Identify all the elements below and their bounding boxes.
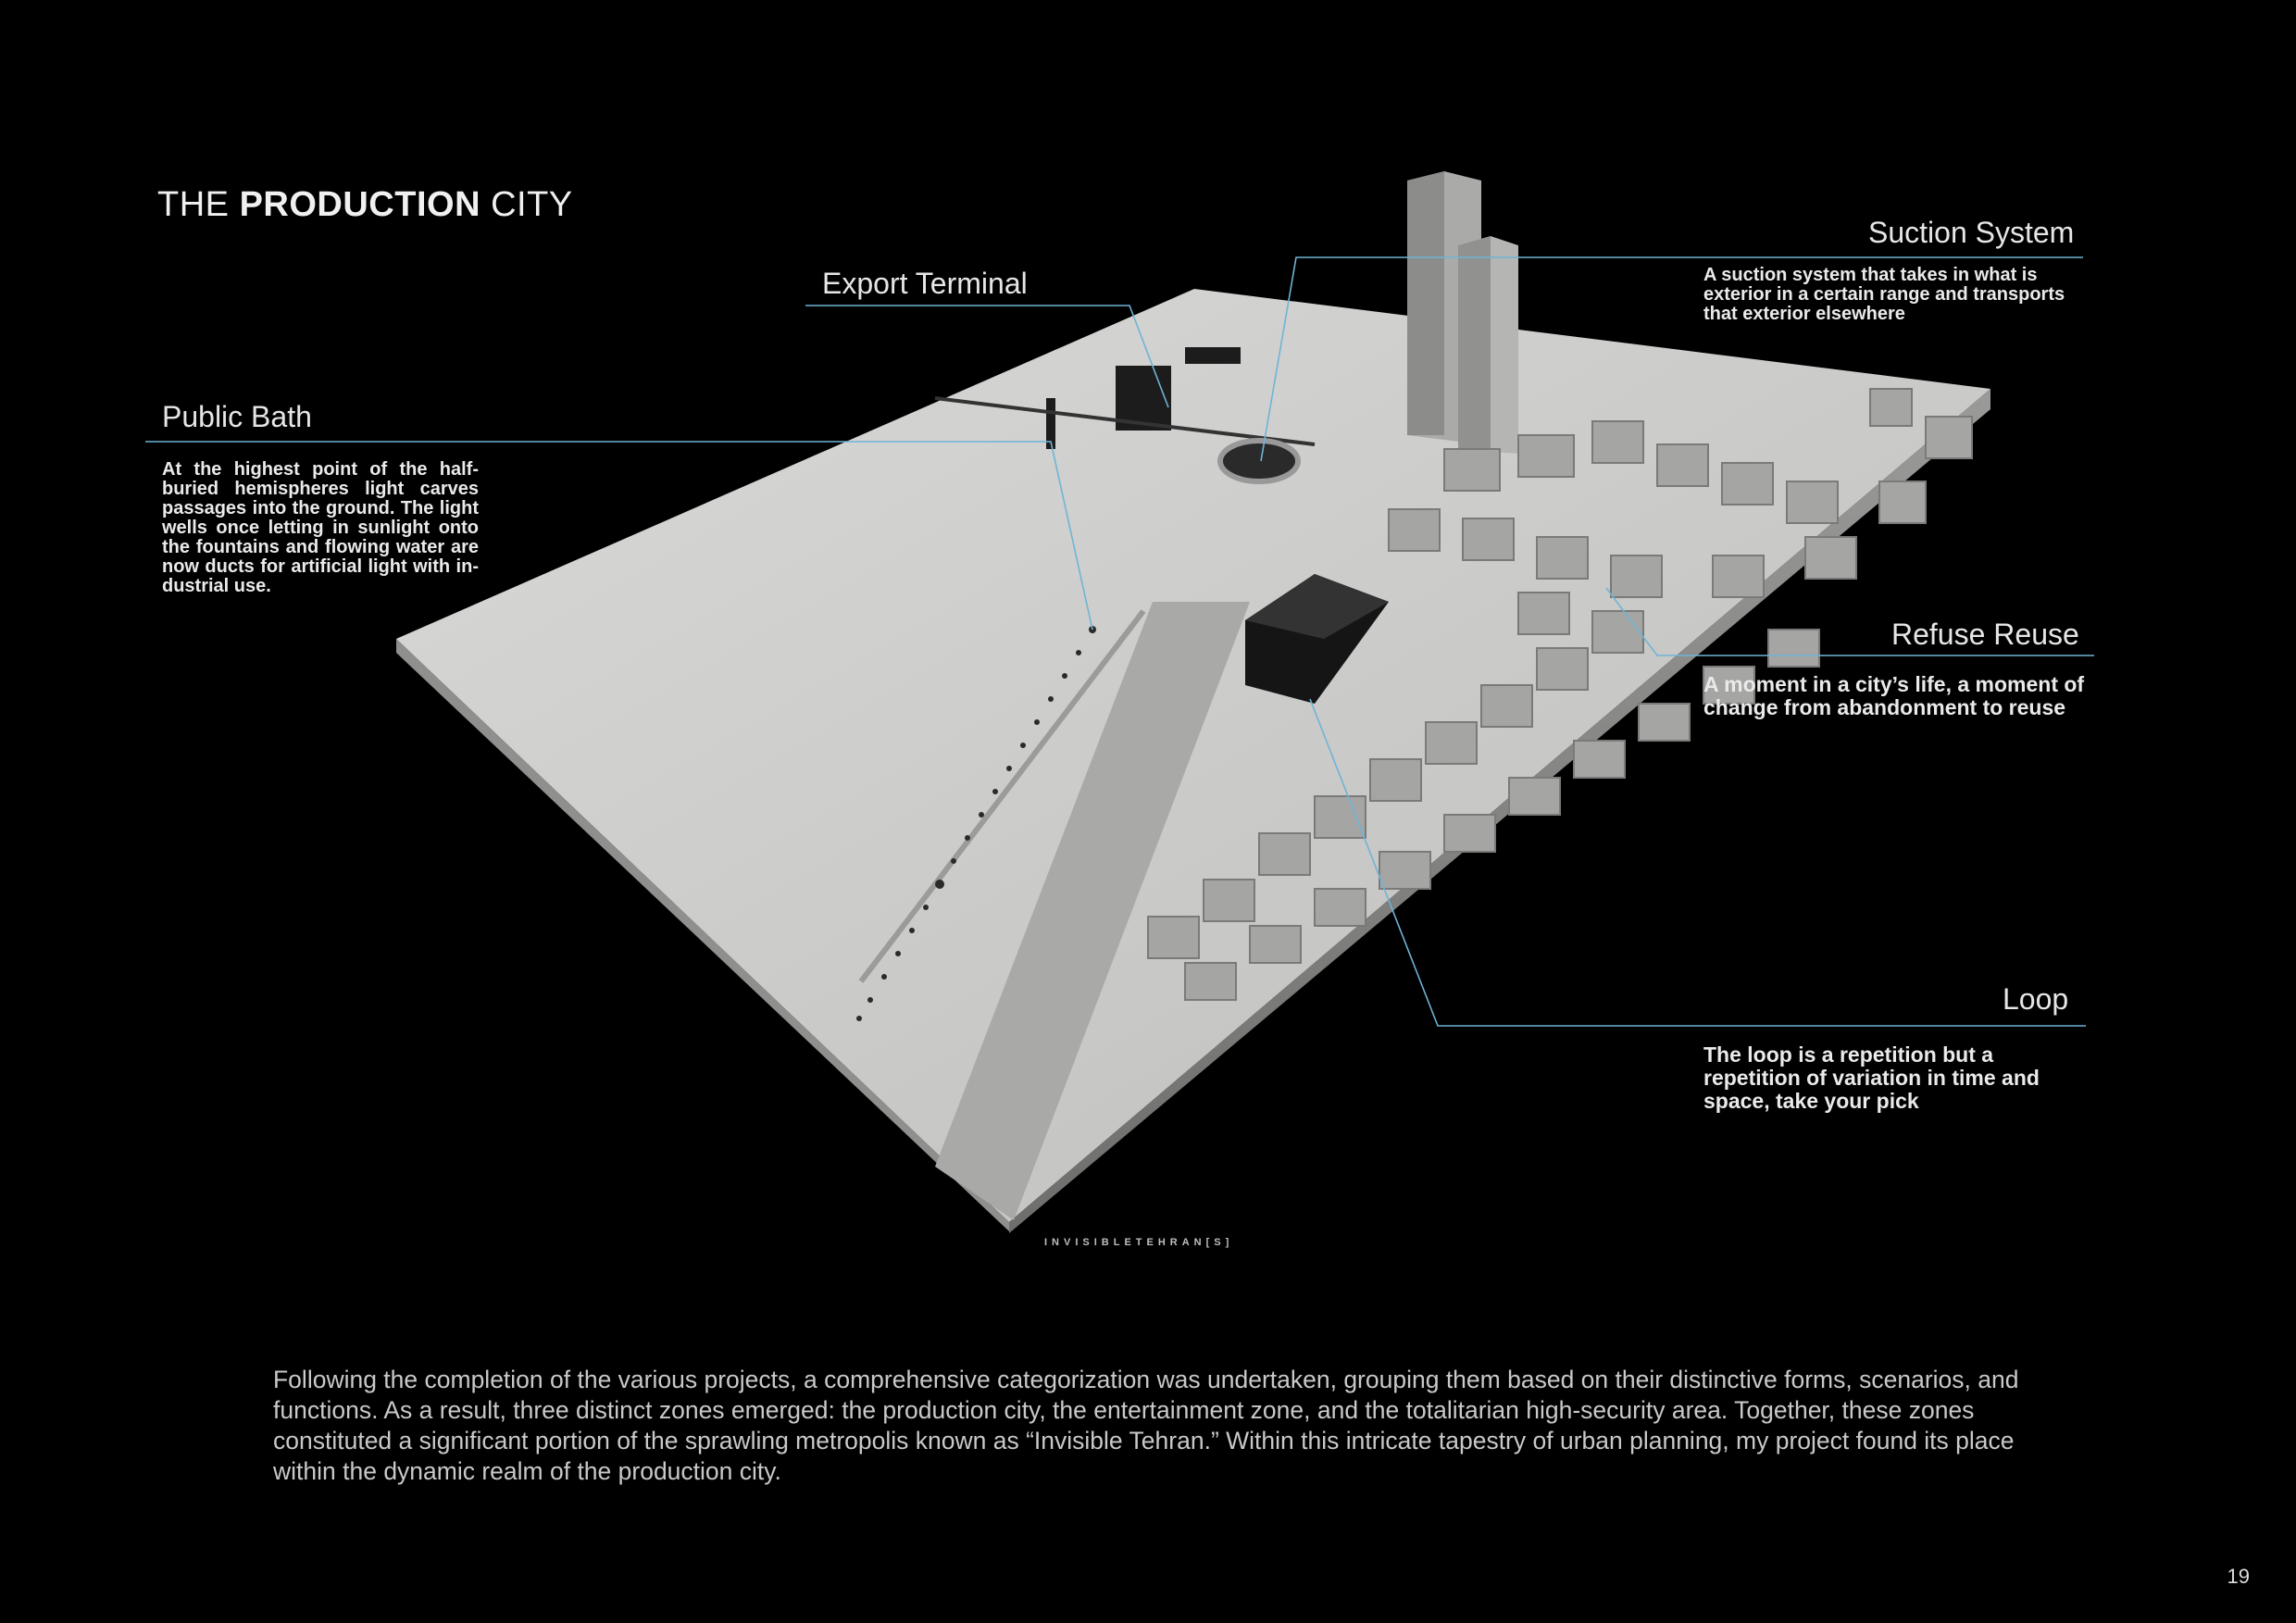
model-trench-edge bbox=[858, 609, 1146, 983]
public-bath-desc: At the highest point of the half-buried … bbox=[162, 459, 479, 596]
export-terminal-title: Export Terminal bbox=[822, 267, 1028, 300]
leader-loop bbox=[1309, 698, 2086, 1027]
suction-system-title: Suction System bbox=[1868, 216, 2075, 249]
loop-desc: The loop is a repetition but a repetitio… bbox=[1703, 1042, 2040, 1113]
loop-title: Loop bbox=[2003, 982, 2069, 1016]
refuse-reuse-title: Refuse Reuse bbox=[1891, 618, 2079, 651]
body-paragraph: Following the completion of the various … bbox=[273, 1366, 2019, 1485]
model-central-building bbox=[1245, 574, 1389, 704]
leader-export-terminal bbox=[805, 305, 1169, 408]
model-towers bbox=[1407, 171, 1518, 454]
public-bath-title: Public Bath bbox=[162, 400, 312, 433]
model-export-terminal bbox=[934, 347, 1316, 449]
model-trench bbox=[935, 602, 1250, 1220]
model-light-wells bbox=[856, 626, 1096, 1021]
model-suction-ring bbox=[1217, 438, 1301, 484]
page-title: THE PRODUCTION CITY bbox=[157, 185, 573, 224]
model-base-side-left bbox=[396, 639, 1009, 1231]
leader-refuse-reuse bbox=[1605, 587, 2094, 656]
leader-suction-system bbox=[1260, 256, 2083, 462]
model-base-top bbox=[396, 289, 1990, 1222]
refuse-reuse-desc: A moment in a city’s life, a moment of c… bbox=[1703, 672, 2085, 719]
model-base-side-right bbox=[1009, 389, 1990, 1233]
leader-lines bbox=[145, 256, 2094, 1027]
watermark-text: INVISIBLETEHRAN[S] bbox=[1044, 1237, 1234, 1248]
model-building-blocks bbox=[1147, 388, 1973, 1001]
suction-system-desc: A suction system that takes in what is e… bbox=[1703, 265, 2065, 324]
page-number: 19 bbox=[2227, 1565, 2250, 1588]
leader-public-bath bbox=[145, 441, 1093, 630]
